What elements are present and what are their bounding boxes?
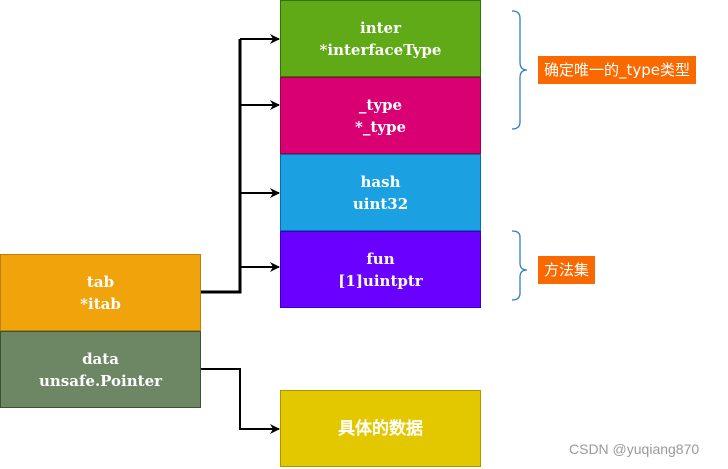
field-name: tab <box>86 272 115 291</box>
iface-data-field: data unsafe.Pointer <box>0 331 201 408</box>
brace-methods-icon <box>511 230 528 301</box>
itab-inter-field: inter *interfaceType <box>280 0 481 77</box>
type-annotation-label: 确定唯一的_type类型 <box>538 56 697 84</box>
itab-hash-field: hash uint32 <box>280 154 481 231</box>
field-name: _type <box>358 95 403 114</box>
field-name: inter <box>360 18 401 37</box>
field-type: *itab <box>80 294 121 313</box>
field-name: data <box>82 349 119 368</box>
concrete-data-box: 具体的数据 <box>280 390 481 467</box>
field-name: fun <box>366 249 395 268</box>
field-type: [1]uintptr <box>338 271 423 290</box>
field-type: uint32 <box>352 194 409 213</box>
tab-connector-trunk <box>201 39 242 294</box>
field-type: *_type <box>354 117 407 136</box>
concrete-data-label: 具体的数据 <box>338 418 423 439</box>
itab-type-field: _type *_type <box>280 77 481 154</box>
field-type: *interfaceType <box>319 40 442 59</box>
field-type: unsafe.Pointer <box>38 371 163 390</box>
field-name: hash <box>360 172 401 191</box>
brace-type-icon <box>511 10 528 130</box>
methods-annotation-label: 方法集 <box>538 256 596 284</box>
arrow-to-concrete-data <box>201 368 280 434</box>
watermark: CSDN @yuqiang870 <box>569 441 700 457</box>
itab-fun-field: fun [1]uintptr <box>280 231 481 308</box>
iface-tab-field: tab *itab <box>0 254 201 331</box>
